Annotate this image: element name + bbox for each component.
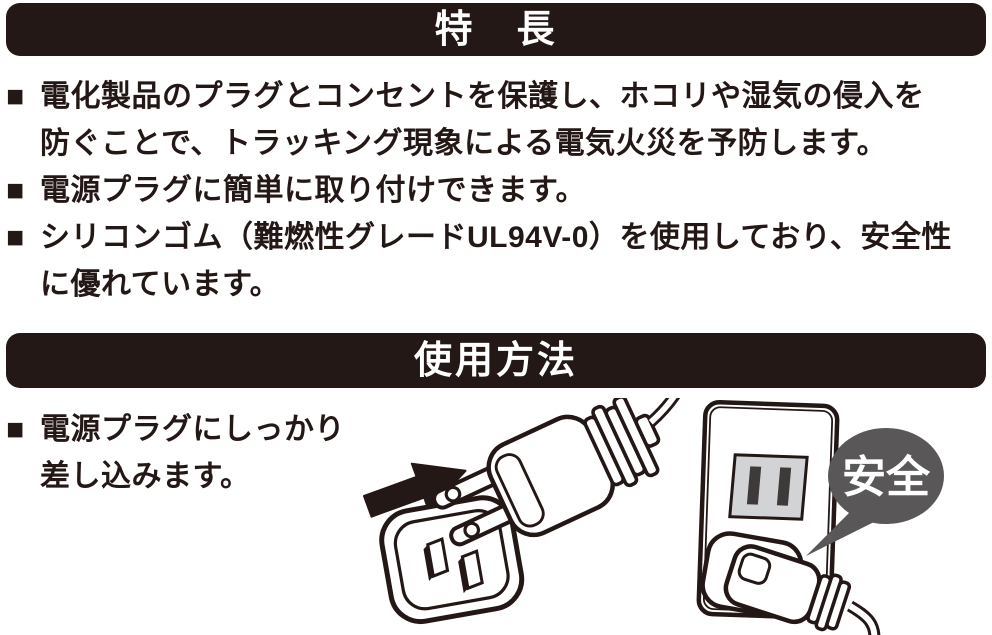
feature-text-line: に優れています。 xyxy=(40,268,281,301)
safety-speech-bubble: 安全 xyxy=(806,428,944,556)
usage-text-line: 差し込みます。 xyxy=(40,460,251,493)
feature-item: ■ 電源プラグに簡単に取り付けできます。 xyxy=(6,167,986,214)
features-bullet-list: ■ 電化製品のプラグとコンセントを保護し、ホコリや湿気の侵入を 防ぐことで、トラ… xyxy=(6,73,986,308)
feature-text-line: 電化製品のプラグとコンセントを保護し、ホコリや湿気の侵入を xyxy=(40,80,925,113)
cord-strain-relief xyxy=(583,398,661,488)
bullet-square-icon: ■ xyxy=(6,413,25,446)
feature-text-line: 電源プラグに簡単に取り付けできます。 xyxy=(40,174,586,207)
features-banner-title: 特 長 xyxy=(434,8,558,51)
inserted-plug xyxy=(700,531,881,635)
features-banner: 特 長 xyxy=(6,3,986,56)
bullet-square-icon: ■ xyxy=(6,174,25,207)
safety-callout-label: 安全 xyxy=(842,452,931,502)
cap-slot xyxy=(458,549,484,594)
wall-outlet-illustration: 安全 xyxy=(696,399,944,635)
bullet-square-icon: ■ xyxy=(6,221,25,254)
usage-banner-title: 使用方法 xyxy=(413,339,578,382)
power-plug-illustration xyxy=(432,398,704,547)
inserted-plug-cord xyxy=(846,600,881,635)
usage-bullet-list: ■ 電源プラグにしっかり 差し込みます。 xyxy=(6,406,366,500)
usage-text-line: 電源プラグにしっかり xyxy=(40,413,345,446)
usage-illustration-svg: 安全 xyxy=(363,398,944,635)
usage-illustration: 安全 xyxy=(352,398,952,635)
feature-text-line: 防ぐことで、トラッキング現象による電気火災を予防します。 xyxy=(40,127,888,160)
outlet-socket xyxy=(728,453,809,521)
bullet-square-icon: ■ xyxy=(6,80,25,113)
feature-text-line: シリコンゴム（難燃性グレードUL94V-0）を使用しており、安全性 xyxy=(40,221,952,254)
usage-banner: 使用方法 xyxy=(6,333,986,388)
feature-item: ■ 電化製品のプラグとコンセントを保護し、ホコリや湿気の侵入を 防ぐことで、トラ… xyxy=(6,73,986,167)
cap-slot xyxy=(423,537,450,581)
power-cord xyxy=(646,398,704,427)
feature-item: ■ シリコンゴム（難燃性グレードUL94V-0）を使用しており、安全性 に優れて… xyxy=(6,214,986,308)
usage-item: ■ 電源プラグにしっかり 差し込みます。 xyxy=(6,406,366,500)
